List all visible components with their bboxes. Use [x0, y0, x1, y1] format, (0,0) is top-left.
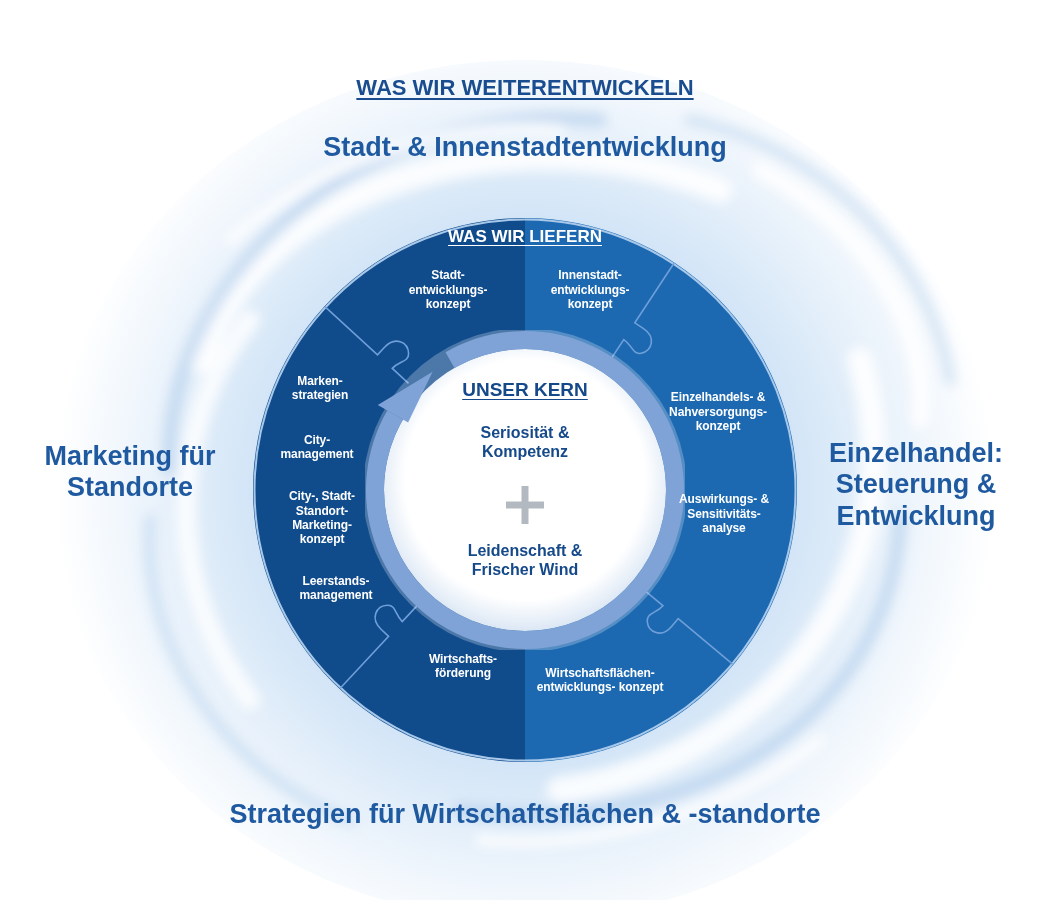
core-text: Leidenschaft & Frischer Wind [450, 541, 600, 579]
service-item: Wirtschaftsflächen- entwicklungs- konzep… [535, 666, 665, 695]
core-disc [384, 349, 666, 631]
core-circle: UNSER KERN Seriosität & KompetenzLeidensc… [365, 330, 685, 650]
service-item: Leerstands- management [289, 574, 384, 603]
core-halo [365, 330, 685, 650]
cycle-ring [375, 340, 675, 640]
service-item: Auswirkungs- & Sensitivitäts- analyse [669, 492, 779, 535]
service-item: Stadt- entwicklungs- konzept [398, 268, 498, 311]
service-item: City-, Stadt- Standort- Marketing- konze… [276, 489, 368, 547]
plus-sign [506, 486, 544, 524]
service-item: Marken- strategien [275, 374, 365, 403]
puzzle-divider [340, 605, 417, 688]
service-item: City- management [272, 433, 362, 462]
puzzle-divider [325, 307, 408, 383]
focus-area: Stadt- & Innenstadtentwicklung [175, 132, 875, 163]
service-item: Wirtschafts- förderung [413, 652, 513, 681]
focus-area: Einzelhandel: Steuerung & Entwicklung [804, 438, 1029, 531]
diagram-title: WAS WIR WEITERENTWICKELN [315, 75, 735, 101]
circle-outline [255, 220, 796, 761]
puzzle-divider [646, 592, 733, 665]
focus-area: Strategien für Wirtschaftsflächen & -sta… [25, 799, 1025, 830]
core-circle-shape [365, 330, 685, 650]
service-item: Einzelhandels- & Nahversorgungs- konzept [658, 390, 778, 433]
core-heading: UNSER KERN [425, 379, 625, 401]
cycle-arrowhead [378, 372, 433, 423]
service-item: Innenstadt- entwicklungs- konzept [540, 268, 640, 311]
circle-heading: WAS WIR LIEFERN [425, 227, 625, 247]
core-text: Seriosität & Kompetenz [450, 423, 600, 461]
focus-area: Marketing für Standorte [23, 441, 238, 503]
